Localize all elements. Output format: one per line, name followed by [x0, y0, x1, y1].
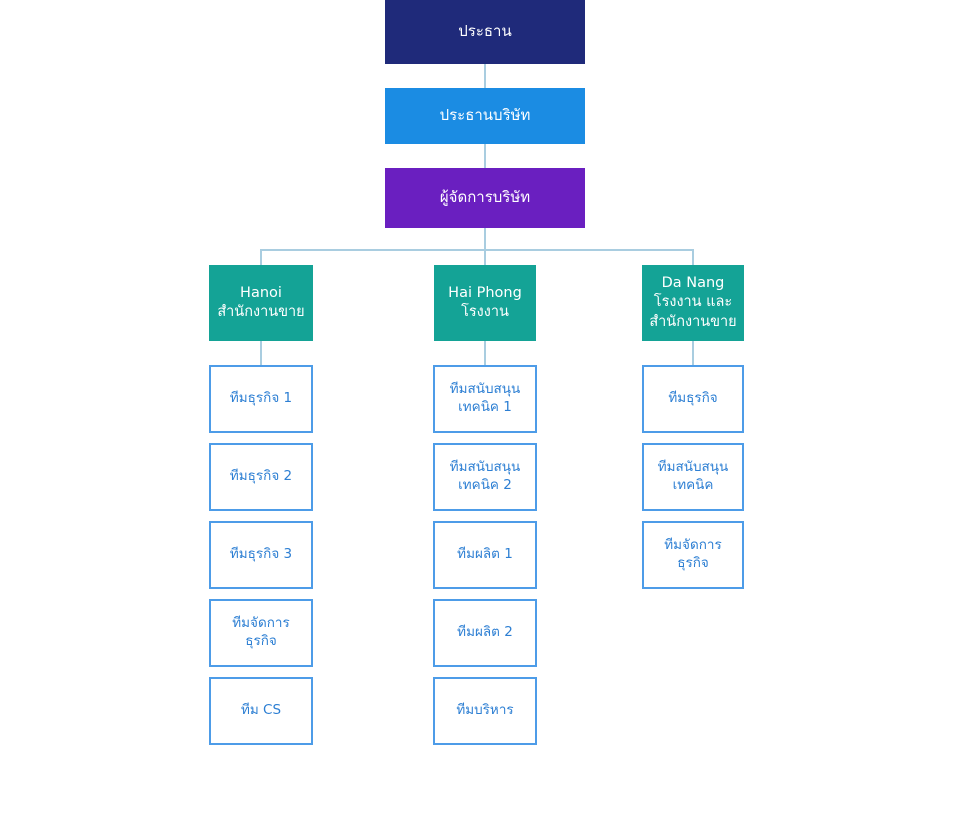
team-node-line: ทีมธุรกิจ 2	[229, 468, 293, 485]
team-node-line: ทีมสนับสนุน	[449, 459, 521, 476]
department-node-line: Hai Phong	[448, 284, 522, 301]
department-node-line: โรงงาน	[461, 304, 509, 320]
team-node-line: เทคนิค 1	[458, 399, 512, 415]
team-node-hanoi-1[interactable]: ทีมธุรกิจ 1	[209, 365, 313, 433]
connector-exec-0	[484, 64, 486, 88]
connector-dept-drop-hanoi	[260, 249, 262, 265]
team-node-line: เทคนิค	[672, 477, 714, 493]
team-node-line: ทีม CS	[240, 702, 282, 719]
team-node-line: ทีมจัดการ	[232, 615, 290, 632]
exec-node-president[interactable]: ประธาน	[385, 0, 585, 64]
team-node-line: ธุรกิจ	[245, 633, 277, 649]
exec-node-company-manager[interactable]: ผู้จัดการบริษัท	[385, 168, 585, 228]
team-node-line: ทีมสนับสนุน	[657, 459, 729, 476]
team-node-hai-phong-1[interactable]: ทีมสนับสนุนเทคนิค 1	[433, 365, 537, 433]
team-node-hai-phong-5[interactable]: ทีมบริหาร	[433, 677, 537, 745]
department-node-line: Hanoi	[240, 284, 282, 301]
team-node-line: ทีมธุรกิจ 1	[229, 390, 293, 407]
department-node-line: โรงงาน และ	[653, 294, 733, 311]
connector-dept-drop-da-nang	[692, 249, 694, 265]
exec-node-line: ประธานบริษัท	[439, 106, 531, 125]
team-node-hanoi-4[interactable]: ทีมจัดการธุรกิจ	[209, 599, 313, 667]
team-node-line: ทีมผลิต 2	[457, 624, 513, 641]
department-node-line: สำนักงานขาย	[649, 313, 737, 330]
connector-team-drop-hanoi	[260, 341, 262, 365]
team-node-line: ทีมธุรกิจ 3	[229, 546, 293, 563]
team-node-hai-phong-3[interactable]: ทีมผลิต 1	[433, 521, 537, 589]
team-node-line: ทีมสนับสนุน	[449, 381, 521, 398]
team-node-hanoi-3[interactable]: ทีมธุรกิจ 3	[209, 521, 313, 589]
connector-manager-drop	[484, 228, 486, 265]
department-node-line: Da Nang	[661, 275, 725, 292]
team-node-line: เทคนิค 2	[458, 477, 512, 493]
exec-node-line: ประธาน	[458, 22, 512, 41]
team-node-line: ทีมบริหาร	[456, 702, 514, 719]
department-node-da-nang[interactable]: Da Nang โรงงาน และสำนักงานขาย	[642, 265, 744, 341]
exec-node-company-president[interactable]: ประธานบริษัท	[385, 88, 585, 144]
team-node-da-nang-1[interactable]: ทีมธุรกิจ	[642, 365, 744, 433]
connector-team-drop-hai-phong	[484, 341, 486, 365]
department-node-hai-phong[interactable]: Hai Phong โรงงาน	[434, 265, 536, 341]
team-node-hanoi-2[interactable]: ทีมธุรกิจ 2	[209, 443, 313, 511]
team-node-hanoi-5[interactable]: ทีม CS	[209, 677, 313, 745]
department-node-hanoi[interactable]: Hanoi สำนักงานขาย	[209, 265, 313, 341]
team-node-hai-phong-4[interactable]: ทีมผลิต 2	[433, 599, 537, 667]
team-node-line: ทีมจัดการ	[664, 537, 722, 554]
exec-node-line: ผู้จัดการบริษัท	[439, 188, 531, 207]
department-node-line: สำนักงานขาย	[217, 304, 305, 320]
connector-dept-drop-hai-phong	[484, 249, 486, 265]
connector-team-drop-da-nang	[692, 341, 694, 365]
team-node-da-nang-2[interactable]: ทีมสนับสนุนเทคนิค	[642, 443, 744, 511]
team-node-line: ธุรกิจ	[677, 555, 709, 571]
connector-department-bus	[260, 249, 694, 251]
team-node-line: ทีมธุรกิจ	[668, 390, 718, 407]
connector-exec-1	[484, 144, 486, 168]
team-node-da-nang-3[interactable]: ทีมจัดการธุรกิจ	[642, 521, 744, 589]
team-node-line: ทีมผลิต 1	[457, 546, 513, 563]
team-node-hai-phong-2[interactable]: ทีมสนับสนุนเทคนิค 2	[433, 443, 537, 511]
